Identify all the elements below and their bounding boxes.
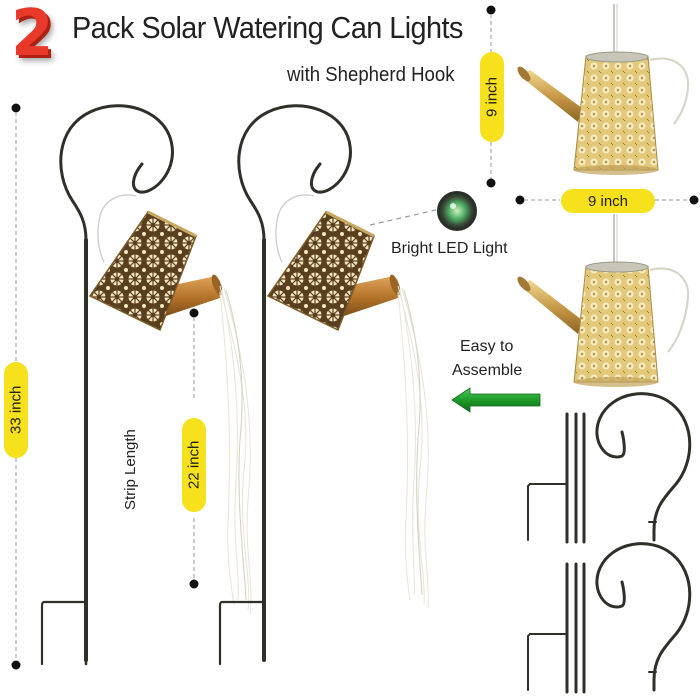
strip-length-label: Strip Length — [122, 429, 139, 510]
led-callout-line — [369, 209, 437, 226]
shepherd-hook-2 — [218, 104, 352, 666]
strip-lights-2 — [397, 285, 429, 609]
product-title: Pack Solar Watering Can Lights — [72, 10, 463, 45]
watering-can-detail-top — [517, 4, 690, 175]
pack-count: 2 — [11, 0, 54, 71]
arrow-left-icon — [451, 387, 541, 413]
watering-can-2 — [266, 210, 401, 332]
height-dimension-line — [11, 103, 21, 670]
easy-assemble-line2: Assemble — [452, 362, 523, 379]
total-height-badge: 33 inch — [4, 362, 28, 458]
product-subtitle: with Shepherd Hook — [287, 64, 455, 86]
easy-assemble-line1: Easy to — [460, 338, 514, 355]
led-light-label: Bright LED Light — [391, 240, 508, 257]
shepherd-hook-1 — [40, 104, 174, 666]
can-width-badge: 9 inch — [561, 189, 655, 213]
can-height-badge: 9 inch — [480, 52, 504, 142]
watering-can-1 — [88, 210, 223, 332]
strip-length-dimension-line — [189, 308, 199, 589]
can-height-dimension-line — [486, 5, 496, 188]
hook-parts-set-2 — [527, 542, 692, 694]
can-width-dimension-line — [515, 195, 699, 205]
strip-length-badge: 22 inch — [182, 418, 206, 512]
hook-parts-set-1 — [527, 392, 692, 544]
led-bulb — [437, 191, 477, 231]
strip-lights-1 — [219, 285, 252, 616]
watering-can-detail-middle — [517, 214, 690, 387]
